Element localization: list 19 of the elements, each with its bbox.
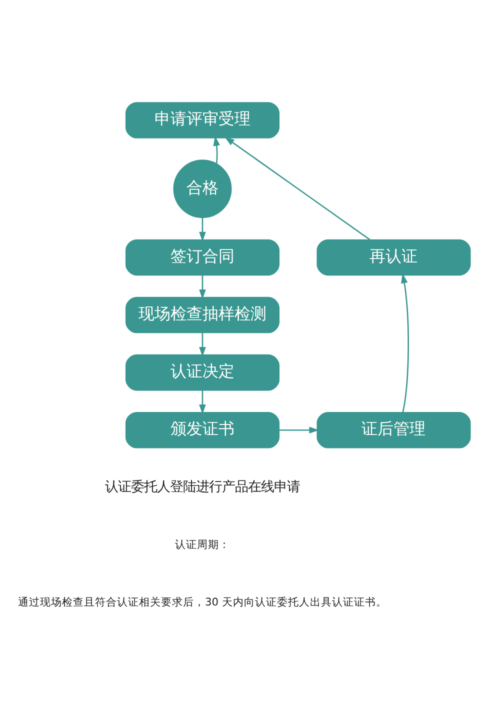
node-box: 颁发证书 — [125, 411, 280, 448]
label: 认证委托人登陆进行产品在线申请 — [104, 478, 300, 494]
node-box: 证后管理 — [316, 411, 471, 448]
node-box: 再认证 — [316, 238, 471, 276]
node-box: 签订合同 — [125, 238, 280, 276]
arrow — [224, 136, 370, 240]
arrow — [213, 136, 220, 164]
arrow — [199, 274, 206, 299]
arrow — [279, 426, 319, 434]
arrow — [199, 390, 206, 414]
label: 认证周期： — [174, 539, 230, 550]
arrow — [199, 217, 206, 242]
arrow — [401, 272, 409, 412]
node-box: 申请评审受理 — [125, 102, 280, 138]
node-box: 现场检查抽样检测 — [125, 296, 280, 333]
node-box: 认证决定 — [125, 354, 280, 390]
arrow — [199, 332, 206, 356]
node-circle: 合格 — [173, 159, 232, 218]
label: 通过现场检查且符合认证相关要求后，30 天内向认证委托人出具认证证书。 — [18, 594, 387, 608]
